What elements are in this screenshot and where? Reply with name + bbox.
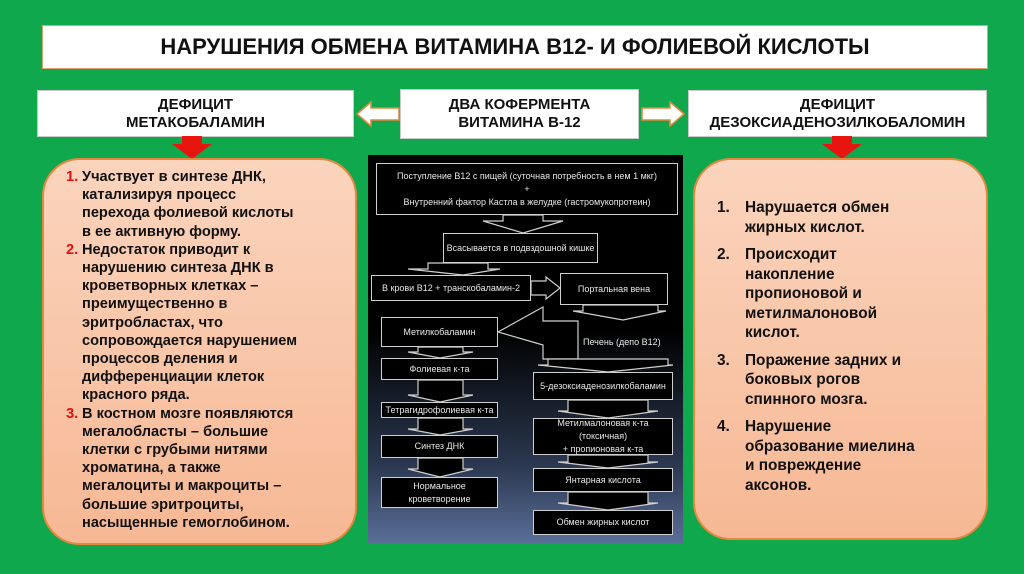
flow-methylmalonic-acid: Метилмалоновая к-та (токсичная) + пропио… — [533, 418, 673, 455]
left-arrow-icon — [355, 100, 400, 128]
item-text: Нарушение образование миелина и поврежде… — [745, 418, 915, 494]
item-text: Участвует в синтезе ДНК, катализируя про… — [82, 169, 294, 240]
right-arrow-icon — [641, 100, 686, 128]
list-item: 1. Нарушается обмен жирных кислот. — [717, 198, 976, 237]
item-number: 3. — [717, 351, 730, 369]
flow-fatty-acid-metabolism: Обмен жирных кислот — [533, 510, 673, 535]
flow-succinic-acid: Янтарная кислота — [533, 468, 673, 492]
flow-tetrahydrofolic-acid: Тетрагидрофолиевая к-та — [381, 402, 498, 418]
flow-methylcobalamin: Метилкобаламин — [381, 317, 498, 347]
left-down-arrow-icon — [172, 136, 212, 159]
left-header: ДЕФИЦИТ МЕТАКОБАЛАМИН — [37, 90, 354, 137]
item-number: 3. — [66, 405, 79, 422]
list-item: 2. Происходит накопление пропионовой и ме… — [717, 245, 976, 343]
arrow-icon — [407, 379, 474, 403]
item-number: 1. — [717, 199, 730, 216]
right-header: ДЕФИЦИТ ДЕЗОКСИАДЕНОЗИЛКОБАЛОМИН — [688, 90, 987, 137]
item-number: 2. — [66, 241, 79, 258]
arrow-icon — [407, 346, 474, 359]
item-number: 2. — [717, 246, 730, 263]
arrow-icon — [407, 457, 474, 478]
flow-blood: В крови В12 + транскобаламин-2 — [371, 275, 531, 301]
center-header: ДВА КОФЕРМЕНТА ВИТАМИНА В-12 — [400, 89, 639, 139]
deoxyadenosylcobalamin-deficiency-panel: 1. Нарушается обмен жирных кислот. 2. Проис… — [693, 158, 988, 540]
arrow-icon — [407, 262, 501, 276]
item-number: 4. — [717, 418, 730, 435]
flow-liver: Печень (депо В12) — [583, 337, 661, 347]
arrow-icon — [482, 214, 564, 234]
flow-deoxyadenosylcobalamin: 5-дезоксиаденозилкобаламин — [533, 372, 673, 400]
list-item: 4. Нарушение образование миелина и повреж… — [717, 417, 976, 495]
flow-portal-vein: Портальная вена — [560, 273, 668, 305]
metacobalamin-deficiency-panel: 1.Участвует в синтезе ДНК, катализируя п… — [42, 158, 357, 545]
list-item: 3. Поражение задних и боковых рогов спинн… — [717, 351, 976, 410]
item-text: Недостаток приводит к нарушению синтеза … — [82, 241, 298, 404]
item-text: Поражение задних и боковых рогов спинног… — [745, 351, 902, 408]
arrow-icon — [572, 304, 667, 321]
item-text: Происходит накопление пропионовой и мети… — [745, 246, 878, 341]
list-item: 1.Участвует в синтезе ДНК, катализируя п… — [66, 168, 345, 241]
arrow-icon — [557, 399, 659, 419]
item-number: 1. — [66, 169, 79, 185]
arrow-icon — [537, 358, 674, 373]
flow-intake: Поступление В12 с пищей (суточная потреб… — [376, 163, 678, 215]
right-list: 1. Нарушается обмен жирных кислот. 2. Проис… — [717, 198, 976, 495]
list-item: 2.Недостаток приводит к нарушению синтез… — [66, 241, 345, 405]
arrow-icon — [557, 491, 659, 511]
right-down-arrow-icon — [822, 136, 862, 159]
flow-dna-synthesis: Синтез ДНК — [381, 435, 498, 458]
left-list: 1.Участвует в синтезе ДНК, катализируя п… — [66, 168, 345, 532]
arrow-icon — [496, 305, 579, 360]
flow-arrows — [407, 214, 674, 511]
item-text: Нарушается обмен жирных кислот. — [745, 199, 890, 236]
flow-absorb: Всасывается в подвздошной кишке — [443, 233, 598, 263]
flow-folic-acid: Фолиевая к-та — [381, 358, 498, 380]
arrow-icon — [557, 454, 659, 469]
list-item: 3.В костном мозге появляются мегалобласт… — [66, 405, 345, 532]
item-text: В костном мозге появляются мегалобласты … — [82, 405, 294, 531]
arrow-icon — [530, 275, 561, 301]
arrow-icon — [407, 417, 474, 436]
flow-hemopoiesis: Нормальное кроветворение — [381, 477, 498, 508]
slide-title: НАРУШЕНИЯ ОБМЕНА ВИТАМИНА В12- И ФОЛИЕВО… — [42, 25, 988, 69]
b12-metabolism-flowchart: Поступление В12 с пищей (суточная потреб… — [368, 155, 683, 543]
